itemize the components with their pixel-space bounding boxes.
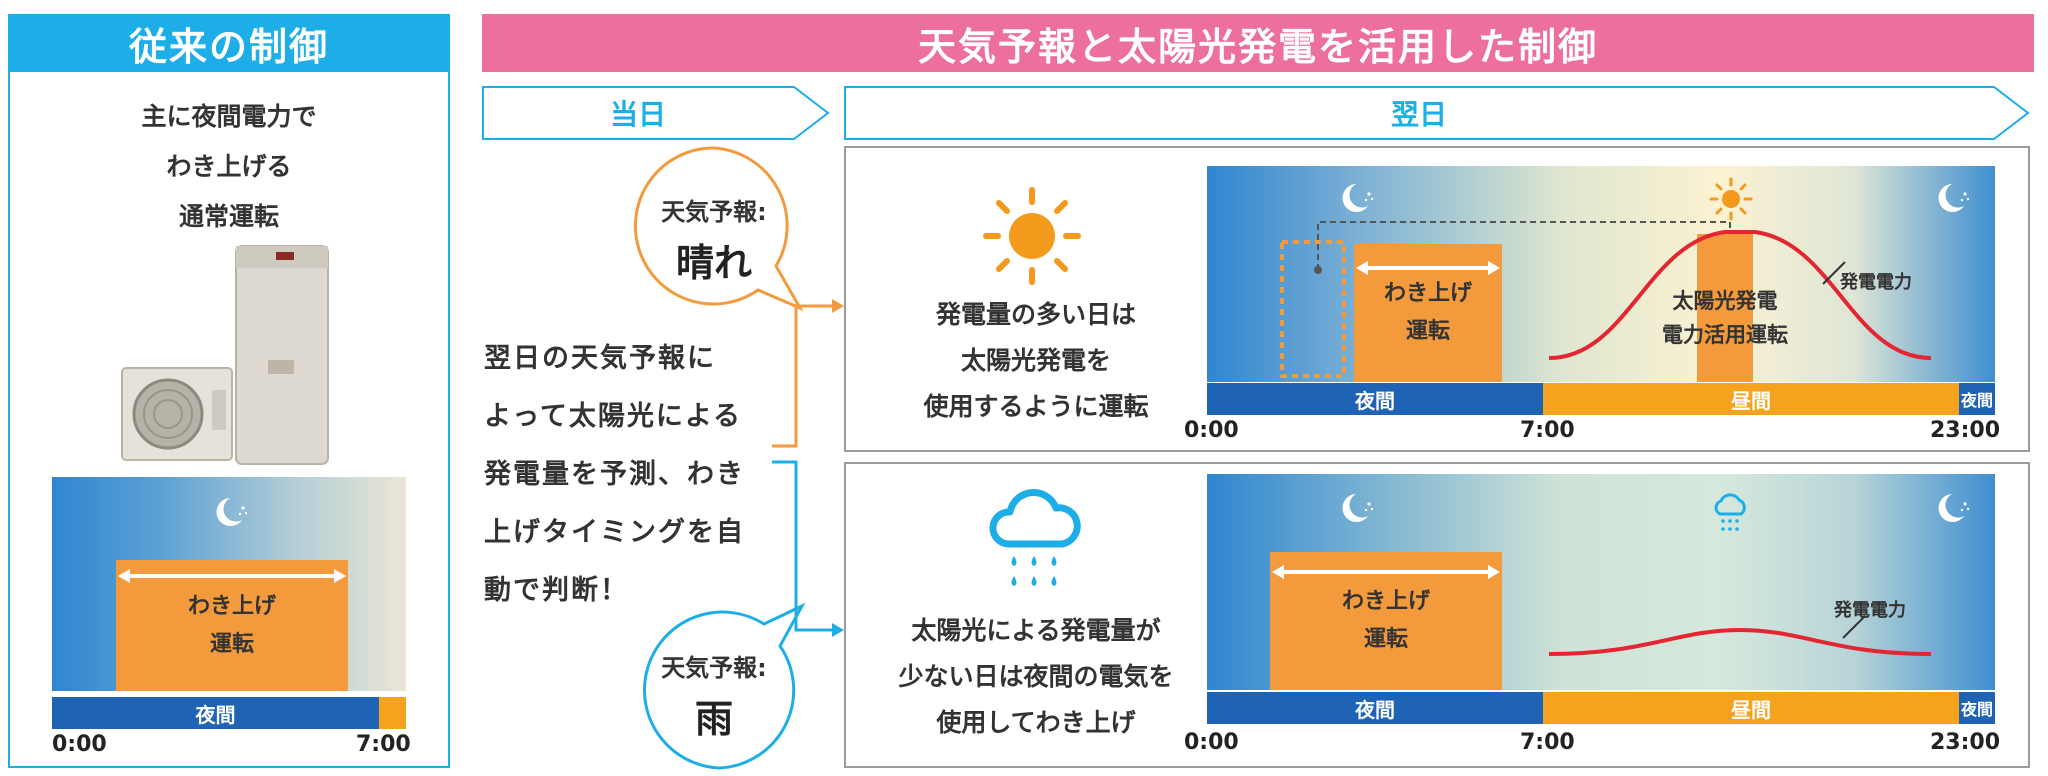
conventional-line: 通常運転 [178,202,279,231]
conventional-line: わき上げる [166,152,292,181]
heating-label: わき上げ [1383,281,1472,306]
today-arrow-shape [482,86,830,140]
solar-operation-label: 太陽光発電 電力活用運転 [1640,284,1810,352]
sunny-bubble-shape [633,146,804,312]
heating-label: 運転 [1363,627,1408,652]
solar-label-line: 電力活用運転 [1662,323,1788,347]
curve-label: 発電電力 [1840,272,1912,293]
rainy-desc-line: 太陽光による発電量が [911,616,1161,645]
heating-range-arrow [1272,565,1500,579]
rainy-description: 太陽光による発電量が 少ない日は夜間の電気を 使用してわき上げ [866,608,1206,746]
tick-label: 23:00 [1930,418,2001,443]
moon-icon [1938,184,1970,212]
moon-icon [1342,494,1374,522]
rainy-desc-line: 少ない日は夜間の電気を [898,662,1174,691]
moon-icon [1342,184,1374,212]
tick-label: 0:00 [1184,730,1239,755]
curve-label: 発電電力 [1834,600,1906,621]
sunny-day-panel [844,146,2030,452]
explanation-line: 発電量を予測、わき [484,459,745,490]
rainy-time-bar: 夜間 昼間 夜間 [1207,692,1995,724]
heating-range-arrow [1356,261,1500,275]
explanation-line: よって太陽光による [484,401,743,432]
sunny-desc-line: 発電量の多い日は [935,300,1136,329]
heating-range-arrow [118,569,346,583]
next-day-label: 翌日 [1390,98,1447,131]
rainy-bubble-value: 雨 [694,697,733,741]
day-segment: 昼間 [1543,383,1959,415]
conventional-title: 従来の制御 [8,14,450,72]
sunny-desc-line: 太陽光発電を [960,346,1111,375]
day-segment: 昼間 [1543,692,1959,724]
power-generation-curve [1548,230,1932,360]
weather-control-title: 天気予報と太陽光発電を活用した制御 [482,14,2034,72]
night-segment: 夜間 [1207,692,1543,724]
tick-label: 7:00 [356,732,411,757]
heating-label: わき上げ [187,593,276,619]
tick-label: 23:00 [1930,730,2001,755]
water-heater-illustration [121,245,329,465]
rain-cloud-icon [989,489,1081,586]
tick-label: 0:00 [1184,418,1239,443]
rainy-desc-line: 使用してわき上げ [936,708,1136,737]
sunny-chart-bg [1207,166,1995,382]
moon-icon [1938,494,1970,522]
heating-label: 運転 [209,631,254,657]
connector-arrows [772,299,844,637]
tick-label: 7:00 [1520,730,1575,755]
sunny-time-bar: 夜間 昼間 夜間 [1207,383,1995,415]
explanation-line: 翌日の天気予報に [484,343,716,374]
night-segment: 夜間 [52,697,379,729]
sunny-desc-line: 使用するように運転 [923,392,1149,421]
tick-label: 0:00 [52,732,107,757]
night-segment: 夜間 [1959,692,1995,724]
moon-icon [216,498,248,526]
conventional-time-bar: 夜間 [52,697,406,729]
heating-label: わき上げ [1341,589,1430,614]
sun-icon [983,187,1081,285]
conventional-description: 主に夜間電力で わき上げる 通常運転 [8,92,450,242]
rainy-day-panel [844,462,2030,768]
small-sun-icon [1709,177,1753,221]
day-segment [379,697,406,729]
night-segment: 夜間 [1207,383,1543,415]
explanation-line: 上げタイミングを自 [484,517,745,548]
heating-label: 運転 [1405,319,1450,344]
today-label: 当日 [609,98,666,131]
power-generation-curve [1548,615,1932,656]
next-day-arrow-shape [844,86,2030,140]
rainy-bubble-shape [643,602,806,770]
conventional-line: 主に夜間電力で [141,102,317,131]
solar-label-line: 太陽光発電 [1672,289,1778,313]
sunny-description: 発電量の多い日は 太陽光発電を 使用するように運転 [866,292,1206,430]
sunny-bubble-value: 晴れ [675,241,752,285]
tick-label: 7:00 [1520,418,1575,443]
night-segment: 夜間 [1959,383,1995,415]
forecast-explanation: 翌日の天気予報に よって太陽光による 発電量を予測、わき 上げタイミングを自 動… [484,330,774,620]
sunny-bubble-label: 天気予報: [661,198,767,226]
conventional-heating-box: わき上げ 運転 [116,560,348,691]
solar-operation-box [1697,234,1753,382]
rainy-heating-box: わき上げ 運転 [1270,552,1502,690]
explanation-line: 動で判断！ [484,575,629,606]
small-rain-cloud-icon [1714,493,1746,531]
rainy-bubble-label: 天気予報: [661,654,767,682]
